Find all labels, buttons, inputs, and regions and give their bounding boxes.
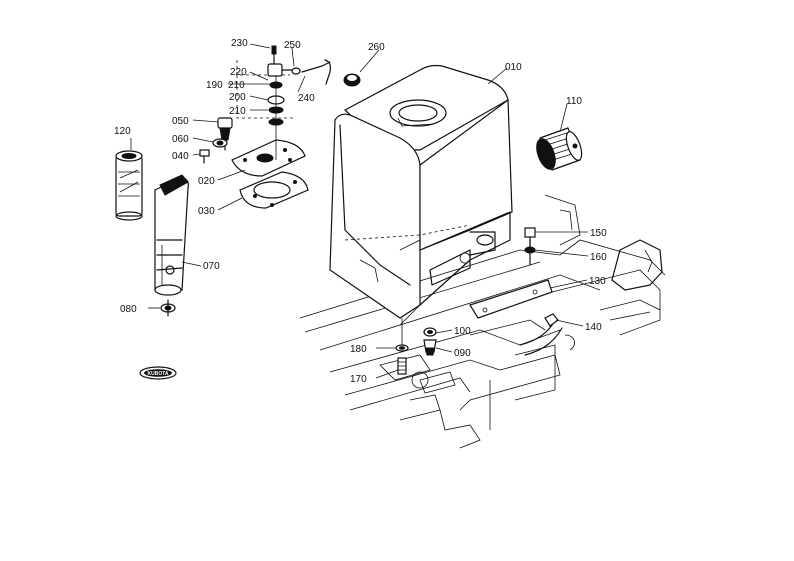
label-190: 190 [206, 80, 223, 91]
leader-lines [130, 43, 589, 379]
label-240: 240 [298, 93, 315, 104]
hose-clamp [160, 299, 176, 317]
sender-unit [217, 117, 233, 151]
label-200: 200 [229, 92, 246, 103]
label-100: 100 [454, 326, 471, 337]
label-180: 180 [350, 344, 367, 355]
screw [199, 149, 210, 164]
label-250: 250 [284, 40, 301, 51]
label-010: 010 [505, 62, 522, 73]
label-160: 160 [590, 252, 607, 263]
mount-bolt [395, 318, 409, 375]
fuel-tank [329, 64, 513, 326]
label-020: 020 [198, 176, 215, 187]
chassis-frame [299, 194, 666, 449]
label-230: 230 [231, 38, 248, 49]
label-210-a: 210 [228, 80, 245, 91]
label-110: 110 [566, 96, 582, 107]
label-130: 130 [589, 276, 606, 287]
label-170: 170 [350, 374, 367, 385]
label-260: 260 [368, 42, 385, 53]
sender-plate [239, 171, 309, 209]
label-080: 080 [120, 304, 137, 315]
label-040: 040 [172, 151, 189, 162]
label-030: 030 [198, 206, 215, 217]
logo-text: KUBOTA [147, 371, 168, 377]
fuel-filter [536, 127, 583, 171]
label-060: 060 [172, 134, 189, 145]
label-220: 220 [230, 67, 247, 78]
label-150: 150 [590, 228, 607, 239]
label-210-b: 210 [229, 106, 246, 117]
label-050: 050 [172, 116, 189, 127]
tank-cap [343, 73, 361, 87]
label-120: 120 [114, 126, 131, 137]
bolt-washer [524, 246, 536, 254]
part-labels: 010 260 110 120 070 080 050 060 040 020 … [114, 38, 607, 385]
filler-pipe [154, 174, 189, 296]
fuel-valve-assembly [236, 45, 332, 160]
strainer [115, 150, 143, 221]
kubota-logo: KUBOTA [139, 366, 177, 380]
label-090: 090 [454, 348, 471, 359]
nut [544, 313, 559, 327]
drain-plug [423, 327, 437, 356]
washer [212, 138, 228, 148]
label-070: 070 [203, 261, 220, 272]
gasket-plate [231, 139, 306, 177]
label-140: 140 [585, 322, 602, 333]
